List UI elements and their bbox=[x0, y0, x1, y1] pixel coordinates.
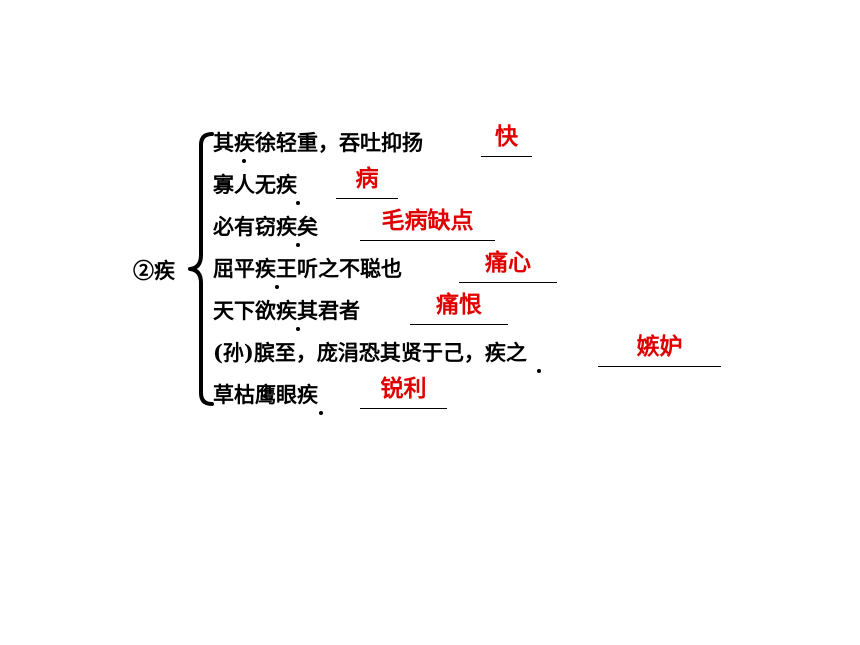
sentence-text: 草枯鹰眼疾 bbox=[213, 382, 318, 407]
answer-text: 病 bbox=[355, 166, 379, 192]
emphasis-dot bbox=[537, 369, 541, 373]
answer-text: 毛病缺点 bbox=[381, 208, 474, 234]
emphasis-dot bbox=[296, 201, 300, 205]
answer-blank bbox=[598, 366, 721, 367]
answer-blank bbox=[459, 282, 557, 283]
curly-brace-icon bbox=[188, 132, 214, 406]
list-item: 必有窃疾矣 毛病缺点 bbox=[213, 208, 813, 247]
list-item: 寡人无疾 病 bbox=[213, 166, 813, 205]
list-item: 草枯鹰眼疾 锐利 bbox=[213, 376, 813, 415]
list-item: 其疾徐轻重，吞吐抑扬 快 bbox=[213, 124, 813, 163]
answer-blank bbox=[360, 240, 495, 241]
answer-blank bbox=[410, 324, 508, 325]
answer-blank bbox=[481, 156, 532, 157]
sentence-text: (孙)膑至，庞涓恐其贤于己，疾之 bbox=[213, 340, 527, 365]
sentence-text: 天下欲疾其君者 bbox=[213, 298, 360, 323]
list-item: 天下欲疾其君者 痛恨 bbox=[213, 292, 813, 331]
emphasis-dot bbox=[296, 327, 300, 331]
answer-blank bbox=[336, 198, 398, 199]
sentence-text: 必有窃疾矣 bbox=[213, 214, 318, 239]
answer-text: 锐利 bbox=[380, 376, 427, 402]
emphasis-dot bbox=[275, 285, 279, 289]
emphasis-dot bbox=[242, 159, 246, 163]
answer-text: 快 bbox=[495, 124, 518, 150]
list-item: (孙)膑至，庞涓恐其贤于己，疾之 嫉妒 bbox=[213, 334, 813, 373]
emphasis-dot bbox=[319, 411, 323, 415]
answer-text: 嫉妒 bbox=[636, 334, 683, 360]
list-item: 屈平疾王听之不聪也 痛心 bbox=[213, 250, 813, 289]
answer-text: 痛心 bbox=[485, 250, 531, 276]
answer-text: 痛恨 bbox=[436, 292, 482, 318]
sentence-text: 寡人无疾 bbox=[213, 172, 297, 197]
emphasis-dot bbox=[296, 243, 300, 247]
sentence-text: 其疾徐轻重，吞吐抑扬 bbox=[213, 130, 423, 155]
sentence-text: 屈平疾王听之不聪也 bbox=[213, 256, 402, 281]
answer-blank bbox=[360, 408, 447, 409]
head-label: ②疾 bbox=[133, 258, 175, 283]
